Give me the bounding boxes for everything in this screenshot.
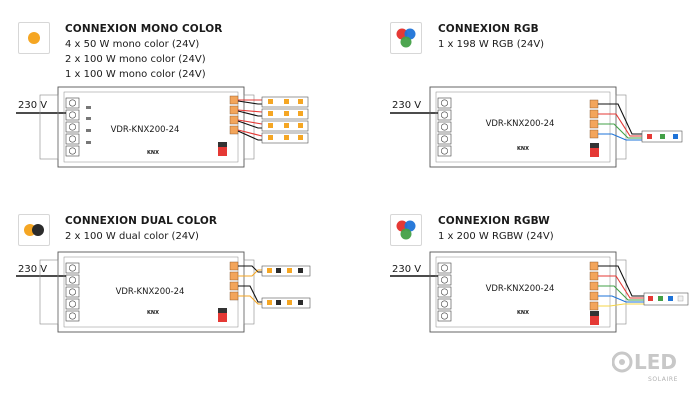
- mono-specs: 4 x 50 W mono color (24V) 2 x 100 W mono…: [65, 37, 206, 82]
- dual-spec-line: 2 x 100 W dual color (24V): [65, 231, 199, 242]
- rgbw-icon: [390, 214, 422, 246]
- rgbw-knx-label: KNX: [517, 310, 529, 316]
- rgb-panel: CONNEXION RGB 1 x 198 W RGB (24V) 230 V …: [360, 0, 700, 195]
- rgbw-panel: CONNEXION RGBW 1 x 200 W RGBW (24V) 230 …: [360, 192, 700, 387]
- rgbw-wiring-diagram: VDR-KNX200-24 KNX: [390, 251, 689, 333]
- mono-spec-line: 4 x 50 W mono color (24V): [65, 39, 200, 50]
- mono-color-icon: [18, 22, 50, 54]
- rgb-knx-label: KNX: [517, 146, 529, 152]
- rgb-spec-line: 1 x 198 W RGB (24V): [438, 39, 545, 50]
- rgbw-specs: 1 x 200 W RGBW (24V): [438, 229, 554, 244]
- dual-color-icon: [18, 214, 50, 246]
- mono-device-label: VDR-KNX200-24: [111, 125, 180, 135]
- logo-sub-text: SOLAIRE: [648, 376, 678, 383]
- rgbw-voltage-label: 230 V: [392, 264, 422, 275]
- rgb-device-label: VDR-KNX200-24: [486, 119, 555, 129]
- mono-title: CONNEXION MONO COLOR: [65, 23, 223, 35]
- logo-main-text: LED: [634, 350, 677, 374]
- rgbw-spec-line: 1 x 200 W RGBW (24V): [438, 231, 554, 242]
- dual-device-label: VDR-KNX200-24: [116, 287, 185, 297]
- mono-knx-label: KNX: [147, 150, 159, 156]
- mono-color-panel: CONNEXION MONO COLOR 4 x 50 W mono color…: [0, 0, 340, 195]
- dual-color-panel: CONNEXION DUAL COLOR 2 x 100 W dual colo…: [0, 192, 340, 387]
- dual-voltage-label: 230 V: [18, 264, 48, 275]
- mono-spec-line: 2 x 100 W mono color (24V): [65, 54, 206, 65]
- rgbw-device-label: VDR-KNX200-24: [486, 284, 555, 294]
- dual-wiring-diagram: VDR-KNX200-24 KNX: [16, 251, 311, 333]
- led-solaire-logo: LED SOLAIRE: [612, 350, 678, 383]
- dual-knx-label: KNX: [147, 310, 159, 316]
- mono-voltage-label: 230 V: [18, 100, 48, 111]
- rgbw-title: CONNEXION RGBW: [438, 215, 550, 227]
- rgb-specs: 1 x 198 W RGB (24V): [438, 37, 544, 52]
- mono-spec-line: 1 x 100 W mono color (24V): [65, 69, 206, 80]
- dual-specs: 2 x 100 W dual color (24V): [65, 229, 199, 244]
- rgb-wiring-diagram: VDR-KNX200-24 KNX: [390, 86, 683, 168]
- dual-title: CONNEXION DUAL COLOR: [65, 215, 218, 227]
- rgb-title: CONNEXION RGB: [438, 23, 539, 35]
- mono-wiring-diagram: VDR-KNX200-24 KNX: [16, 86, 309, 168]
- rgb-voltage-label: 230 V: [392, 100, 422, 111]
- rgb-icon: [390, 22, 422, 54]
